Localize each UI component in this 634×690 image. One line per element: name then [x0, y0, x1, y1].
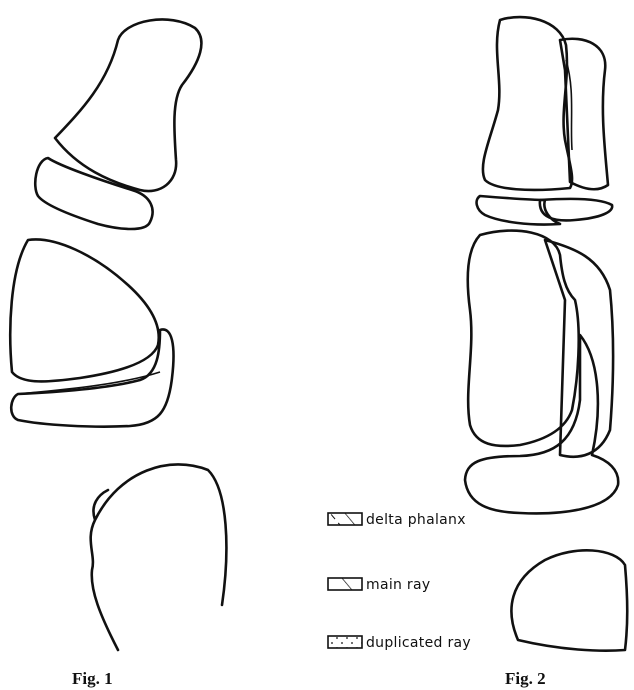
legend-label-delta-phalanx: delta phalanx [366, 512, 466, 528]
fig1-caption: Fig. 1 [72, 669, 113, 688]
legend-swatch-duplicated-ray [328, 636, 362, 648]
fig2-main-ray-base [465, 335, 618, 513]
fig1-delta-phalanx [10, 239, 158, 381]
legend-swatch-delta-phalanx [328, 513, 362, 525]
fig2-caption: Fig. 2 [505, 669, 546, 688]
fig1-proximal-bone [55, 19, 201, 191]
legend-label-duplicated-ray: duplicated ray [366, 635, 471, 651]
legend: delta phalanx main ray duplicated ray [328, 512, 471, 651]
fig1-base-plate [35, 158, 152, 229]
fig2-diagram [465, 17, 618, 513]
fig2-lower-bone [511, 550, 627, 650]
fig2-upper-main-ray [483, 17, 572, 190]
fig1-diagram [10, 19, 226, 650]
legend-swatch-main-ray [328, 578, 362, 590]
legend-label-main-ray: main ray [366, 577, 430, 593]
fig1-distal-bone [91, 464, 227, 650]
fig1-middle-plate [11, 329, 173, 426]
